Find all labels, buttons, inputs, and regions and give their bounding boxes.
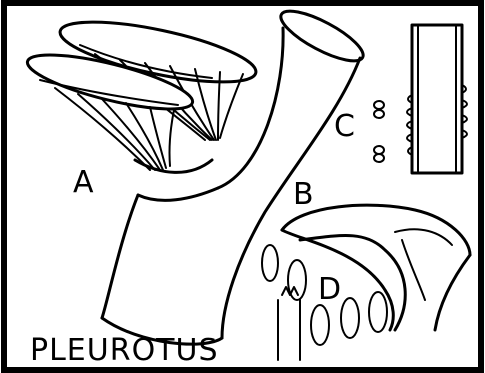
panel-label-b: B — [293, 180, 314, 210]
figure-caption: PLEUROTUS — [30, 336, 219, 366]
panel-label-c: C — [334, 112, 355, 142]
panel-label-a: A — [73, 168, 94, 198]
mushroom-cluster — [23, 10, 260, 173]
cap-section — [282, 205, 470, 330]
gill-section — [374, 25, 467, 173]
panel-label-d: D — [318, 275, 341, 305]
